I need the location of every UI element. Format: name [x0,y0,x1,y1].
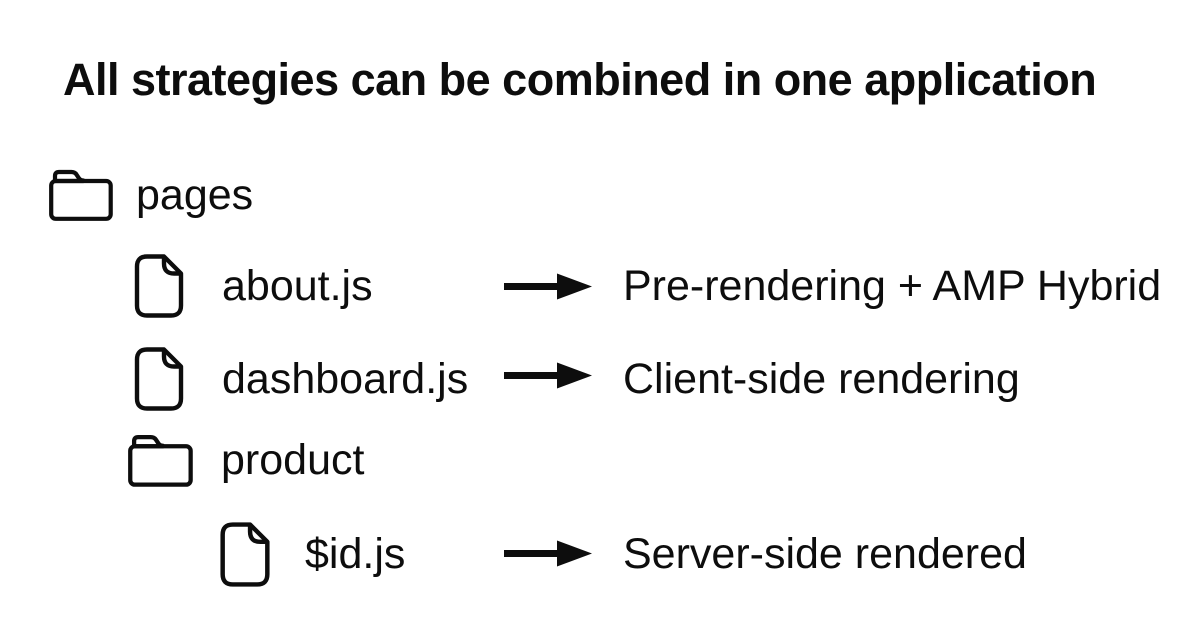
strategy-about: Pre-rendering + AMP Hybrid [623,261,1162,310]
diagram-title: All strategies can be combined in one ap… [63,54,1097,105]
tree-row-product: product [127,432,364,489]
file-name-dashboard: dashboard.js [222,354,469,403]
strategy-dashboard: Client-side rendering [623,354,1020,403]
strategy-id: Server-side rendered [623,530,1027,578]
file-name-about: about.js [222,261,373,310]
file-icon [218,521,272,588]
tree-row-dashboard: dashboard.js [133,346,468,412]
tree-row-id: $id.js [218,521,405,588]
right-arrow-icon [504,273,592,300]
file-icon [133,346,185,412]
file-name-id: $id.js [305,530,406,578]
right-arrow-icon [504,362,592,389]
file-icon [133,253,185,319]
right-arrow-icon [504,540,592,567]
folder-name-pages: pages [136,170,254,219]
folder-icon [127,432,194,489]
folder-name-product: product [221,436,365,484]
tree-row-about: about.js [133,253,373,319]
folder-icon [48,167,114,223]
tree-row-pages: pages [48,167,253,223]
